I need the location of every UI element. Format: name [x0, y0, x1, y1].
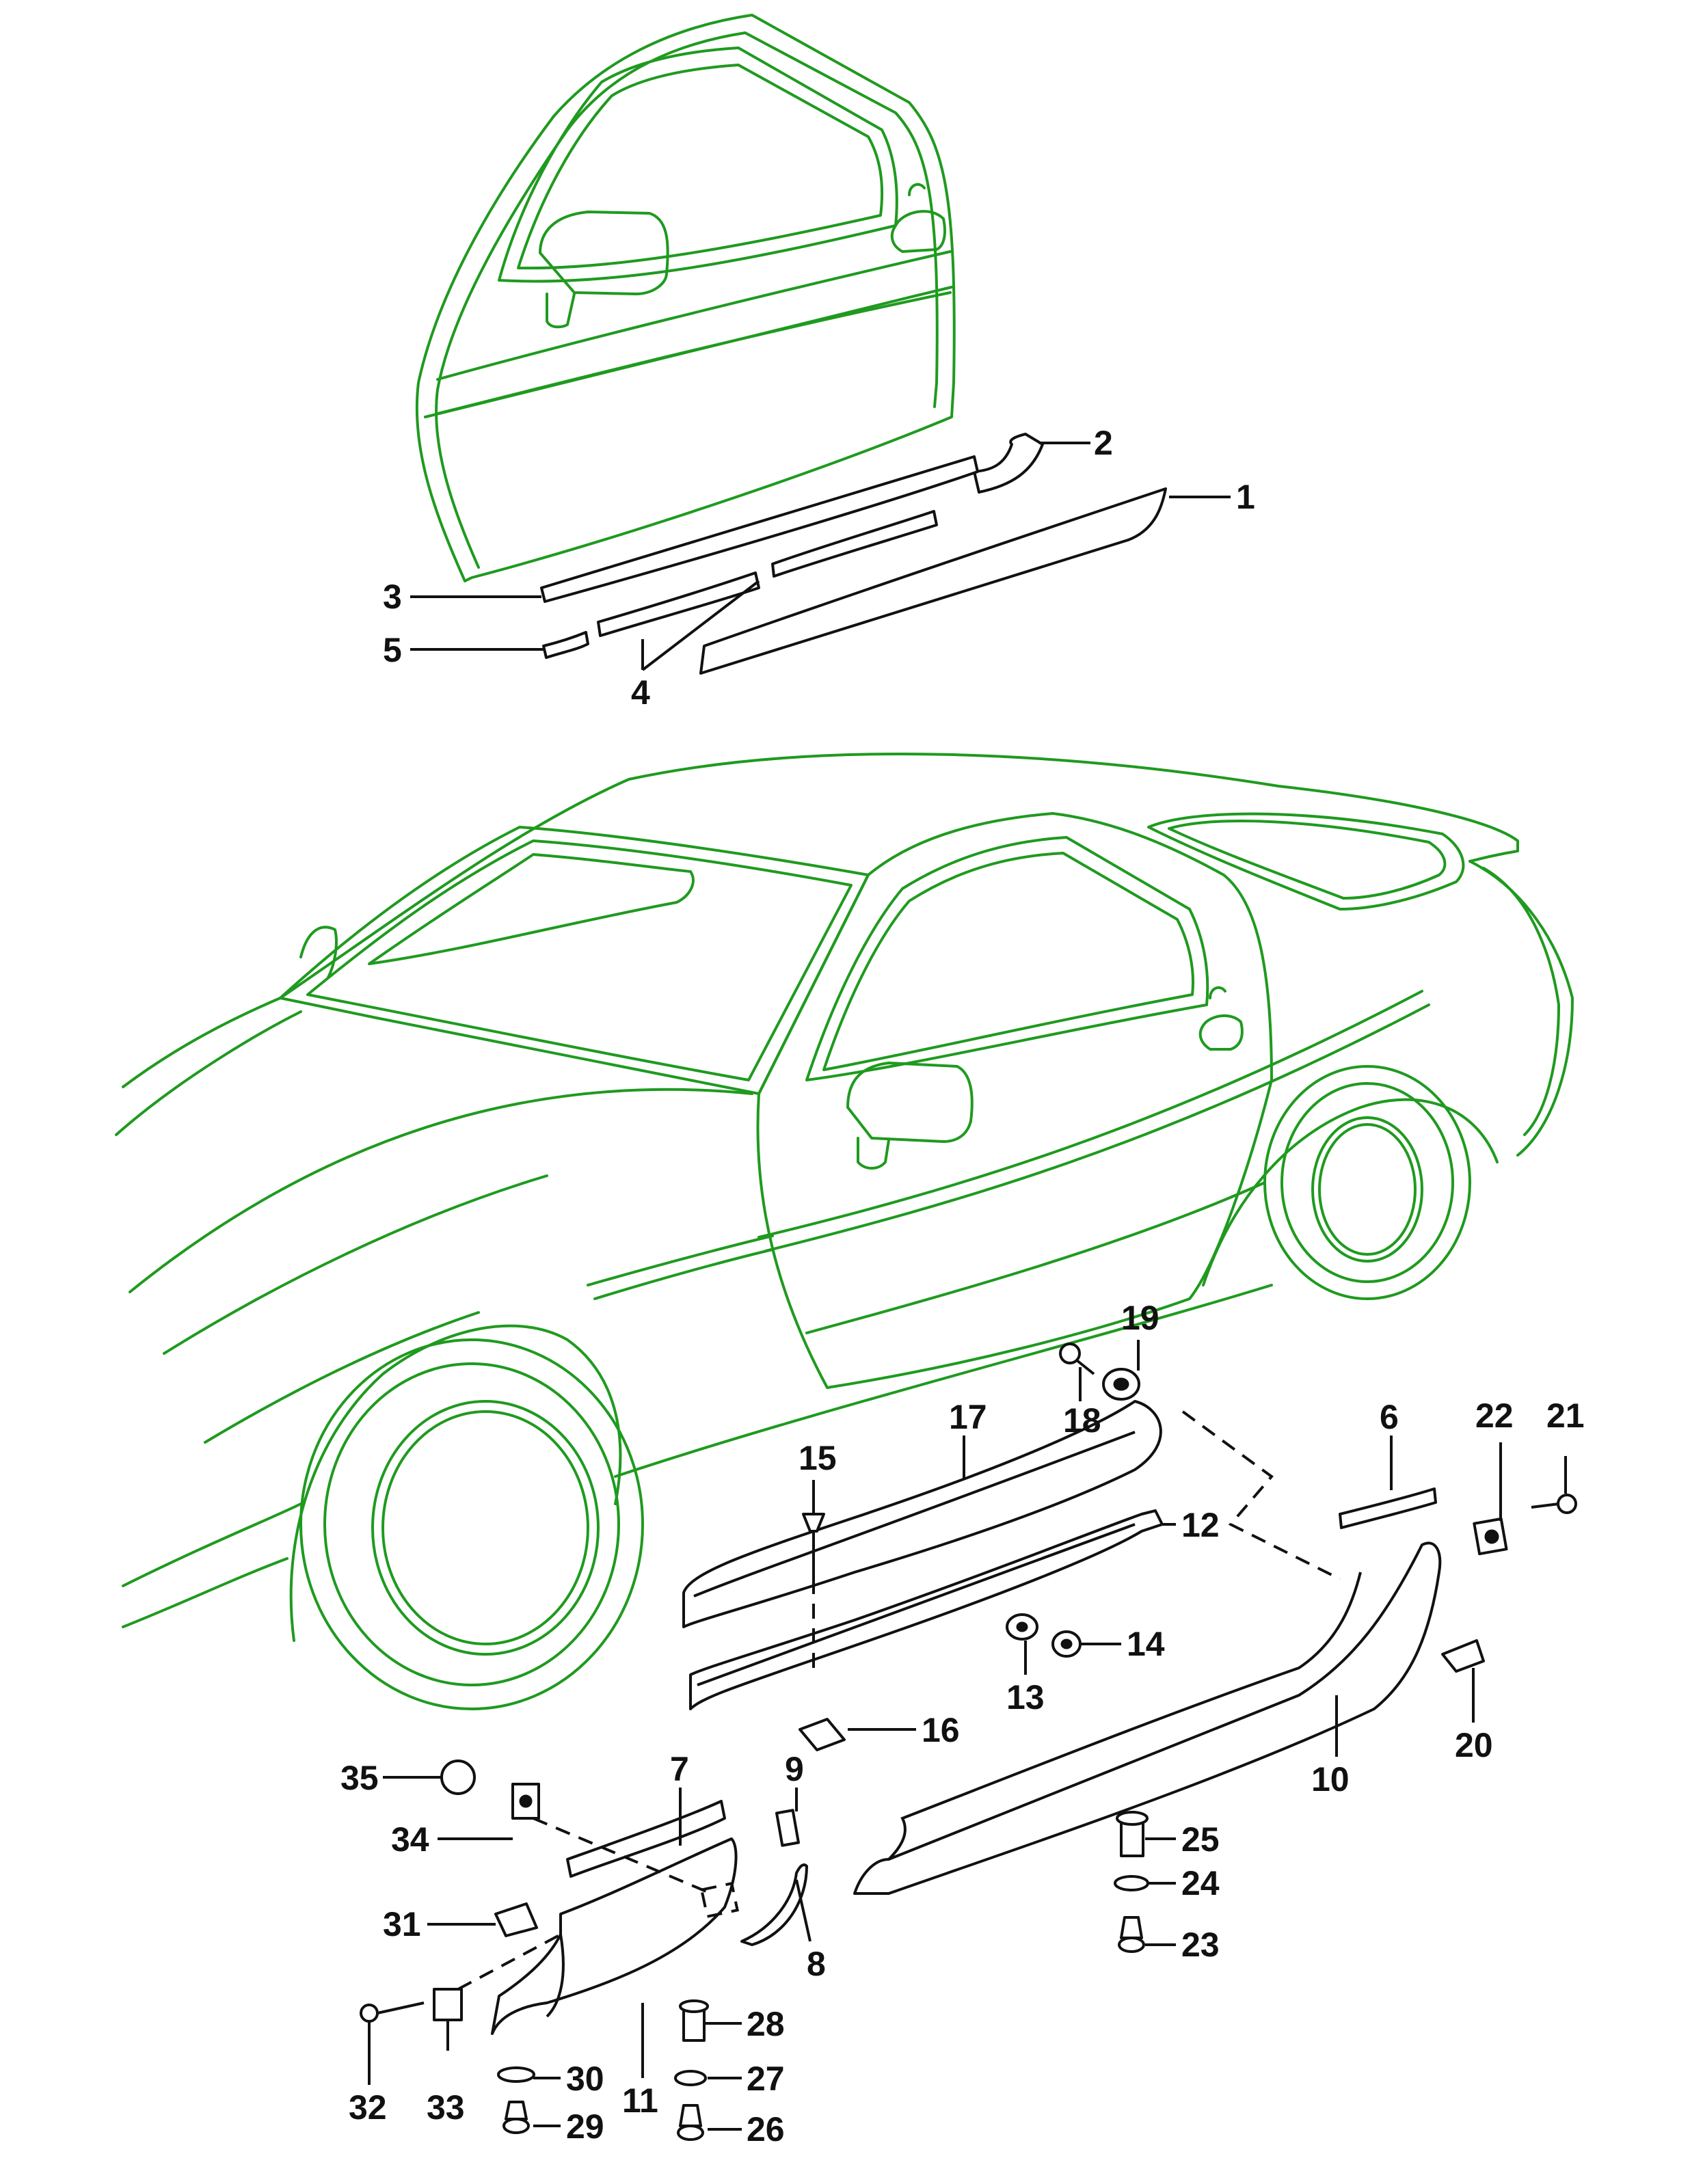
- callout-23: 23: [1181, 1926, 1220, 1964]
- part-2-end-cap: [973, 433, 1044, 494]
- callout-labels: 1 2 3 4 5 6 7 8 9 10 11 12 13 14 15 16 1…: [340, 424, 1585, 2148]
- callout-28: 28: [747, 2005, 785, 2043]
- callout-1: 1: [1236, 478, 1255, 516]
- callout-16: 16: [922, 1711, 960, 1749]
- part-31-clip: [494, 1902, 538, 1937]
- part-29-screw: [505, 2101, 528, 2120]
- callout-3: 3: [383, 578, 402, 616]
- callout-31: 31: [383, 1905, 421, 1943]
- callout-32: 32: [349, 2088, 387, 2127]
- part-21-screw: [1557, 1494, 1577, 1514]
- callout-7: 7: [670, 1750, 689, 1788]
- lower-sill-parts: [457, 1400, 1442, 2035]
- part-1-trim-strip: [699, 487, 1167, 675]
- part-3-trim-strip: [540, 455, 979, 603]
- callout-15: 15: [799, 1439, 837, 1477]
- part-24-washer: [1114, 1875, 1149, 1891]
- callout-35: 35: [340, 1759, 379, 1797]
- part-9-clip: [775, 1809, 800, 1847]
- callout-24: 24: [1181, 1864, 1220, 1902]
- callout-5: 5: [383, 631, 402, 669]
- part-32-screw: [360, 2004, 379, 2023]
- part-6-strip: [1339, 1487, 1437, 1529]
- callout-9: 9: [785, 1750, 804, 1788]
- callout-30: 30: [566, 2060, 604, 2098]
- part-12-rail: [689, 1509, 1164, 1710]
- lower-leaders: [368, 1340, 1567, 2131]
- part-18-screw: [1059, 1343, 1081, 1364]
- callout-8: 8: [807, 1945, 826, 1983]
- callout-6: 6: [1380, 1398, 1399, 1436]
- callout-22: 22: [1475, 1397, 1514, 1435]
- callout-19: 19: [1121, 1299, 1159, 1337]
- part-20-clip: [1441, 1639, 1485, 1673]
- callout-4: 4: [631, 673, 650, 712]
- part-8-end-piece: [740, 1863, 808, 1946]
- hardware: [360, 1343, 1577, 2141]
- callout-25: 25: [1181, 1820, 1220, 1859]
- part-11-front-panel: [491, 1837, 738, 2035]
- callout-33: 33: [427, 2088, 465, 2127]
- part-16-clip: [799, 1718, 846, 1751]
- callout-27: 27: [747, 2060, 785, 2098]
- car-outline-main: [115, 753, 1574, 1710]
- part-4a-trim-strip: [597, 571, 760, 637]
- part-23-screw: [1120, 1916, 1143, 1939]
- part-7-strip: [566, 1800, 726, 1878]
- part-35-grommet: [440, 1760, 476, 1795]
- callout-10: 10: [1311, 1760, 1350, 1798]
- part-4b-trim-strip: [771, 510, 938, 578]
- callout-14: 14: [1127, 1625, 1165, 1663]
- door-outline-top: [415, 14, 956, 582]
- part-26-screw: [679, 2104, 702, 2127]
- part-30-washer: [497, 2066, 535, 2083]
- callout-21: 21: [1546, 1397, 1585, 1435]
- callout-13: 13: [1006, 1678, 1045, 1716]
- callout-2: 2: [1094, 424, 1113, 462]
- part-5-trim-piece: [542, 631, 589, 659]
- callout-18: 18: [1063, 1401, 1101, 1440]
- callout-11: 11: [622, 2081, 658, 2120]
- callout-26: 26: [747, 2110, 785, 2148]
- part-33-clip: [433, 1988, 463, 2021]
- callout-34: 34: [391, 1820, 429, 1859]
- top-leaders: [410, 442, 1231, 671]
- callout-12: 12: [1181, 1506, 1220, 1544]
- part-10-sill-panel: [853, 1541, 1442, 1895]
- part-27-washer: [674, 2070, 707, 2086]
- part-15-screw: [802, 1513, 825, 1533]
- callout-17: 17: [949, 1398, 987, 1436]
- callout-20: 20: [1455, 1726, 1493, 1764]
- callout-29: 29: [566, 2107, 604, 2146]
- top-trim-parts: [540, 433, 1167, 675]
